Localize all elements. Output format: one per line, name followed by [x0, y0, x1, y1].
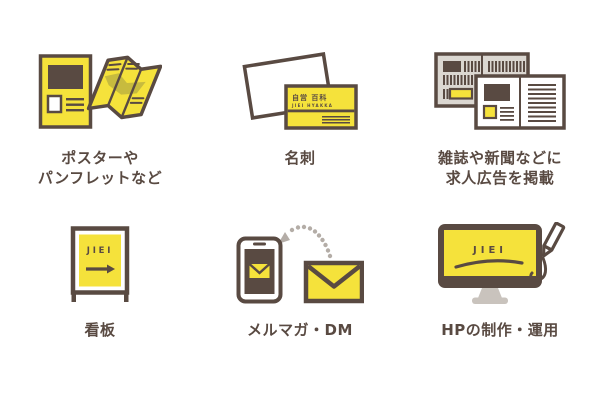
card-title-text: 自営 百科 — [292, 93, 327, 102]
pen-icon — [541, 222, 566, 258]
poster-pamphlet-label: ポスターや パンフレットなど — [38, 148, 162, 189]
service-magazine-newspaper: 雑誌や新聞などに 求人広告を掲載 — [400, 24, 600, 220]
label-line: 雑誌や新聞などに — [437, 149, 562, 167]
monitor-shape: JIEI — [438, 224, 542, 288]
label-line: 求人広告を掲載 — [445, 169, 555, 188]
dotted-arrow-icon — [278, 224, 333, 259]
poster-pamphlet-icon — [38, 54, 162, 129]
smartphone-shape — [236, 236, 283, 304]
pen-stroke-line — [529, 256, 548, 282]
mailmag-dm-iconbox — [236, 220, 364, 304]
magazine-newspaper-iconbox — [434, 24, 566, 130]
label-line: HPの制作・運用 — [441, 321, 559, 339]
label-line: ポスターや — [61, 149, 139, 167]
signboard-text: JIEI — [86, 246, 114, 256]
magazine-and-newspaper-icon — [434, 52, 566, 130]
business-card-iconbox: 自営 百科 JIEI HYAKKA — [242, 24, 358, 130]
envelope-icon — [303, 260, 364, 304]
website-iconbox: JIEI — [434, 220, 566, 304]
label-line: 名刺 — [284, 149, 316, 167]
website-label: HPの制作・運用 — [441, 320, 559, 340]
swoosh-underline — [454, 259, 524, 269]
magazine-shape — [474, 74, 566, 130]
mailmag-dm-label: メルマガ・DM — [247, 320, 353, 340]
service-business-card: 自営 百科 JIEI HYAKKA 名刺 — [200, 24, 400, 220]
monitor-and-pen-icon: JIEI — [438, 222, 566, 304]
service-website: JIEI HPの制作・運用 — [400, 220, 600, 398]
business-card-label: 名刺 — [284, 148, 315, 168]
service-signboard: JIEI 看板 — [0, 220, 200, 398]
screen-envelope-icon — [248, 263, 271, 278]
label-line: パンフレットなど — [37, 169, 163, 188]
business-cards-icon: 自営 百科 JIEI HYAKKA — [242, 52, 358, 130]
label-line: 看板 — [84, 321, 116, 339]
service-mailmag-dm: メルマガ・DM — [200, 220, 400, 398]
magazine-newspaper-label: 雑誌や新聞などに 求人広告を掲載 — [438, 148, 562, 189]
label-line: メルマガ・DM — [247, 321, 353, 339]
signboard-label: 看板 — [84, 320, 115, 340]
monitor-screen-text: JIEI — [472, 245, 507, 256]
card-subtitle-text: JIEI HYAKKA — [291, 103, 333, 108]
signboard-iconbox: JIEI — [70, 220, 130, 304]
service-poster-pamphlet: ポスターや パンフレットなど — [0, 24, 200, 220]
poster-pamphlet-iconbox — [38, 24, 162, 130]
phone-and-envelope-icon — [236, 224, 364, 304]
monitor-stand-shape — [472, 288, 508, 304]
pamphlet-shape — [86, 55, 162, 120]
front-card-shape: 自営 百科 JIEI HYAKKA — [284, 84, 358, 130]
signboard-shape: JIEI — [70, 226, 130, 302]
right-arrow-icon — [86, 264, 115, 274]
signboard-icon: JIEI — [70, 226, 130, 302]
poster-shape — [38, 54, 93, 129]
